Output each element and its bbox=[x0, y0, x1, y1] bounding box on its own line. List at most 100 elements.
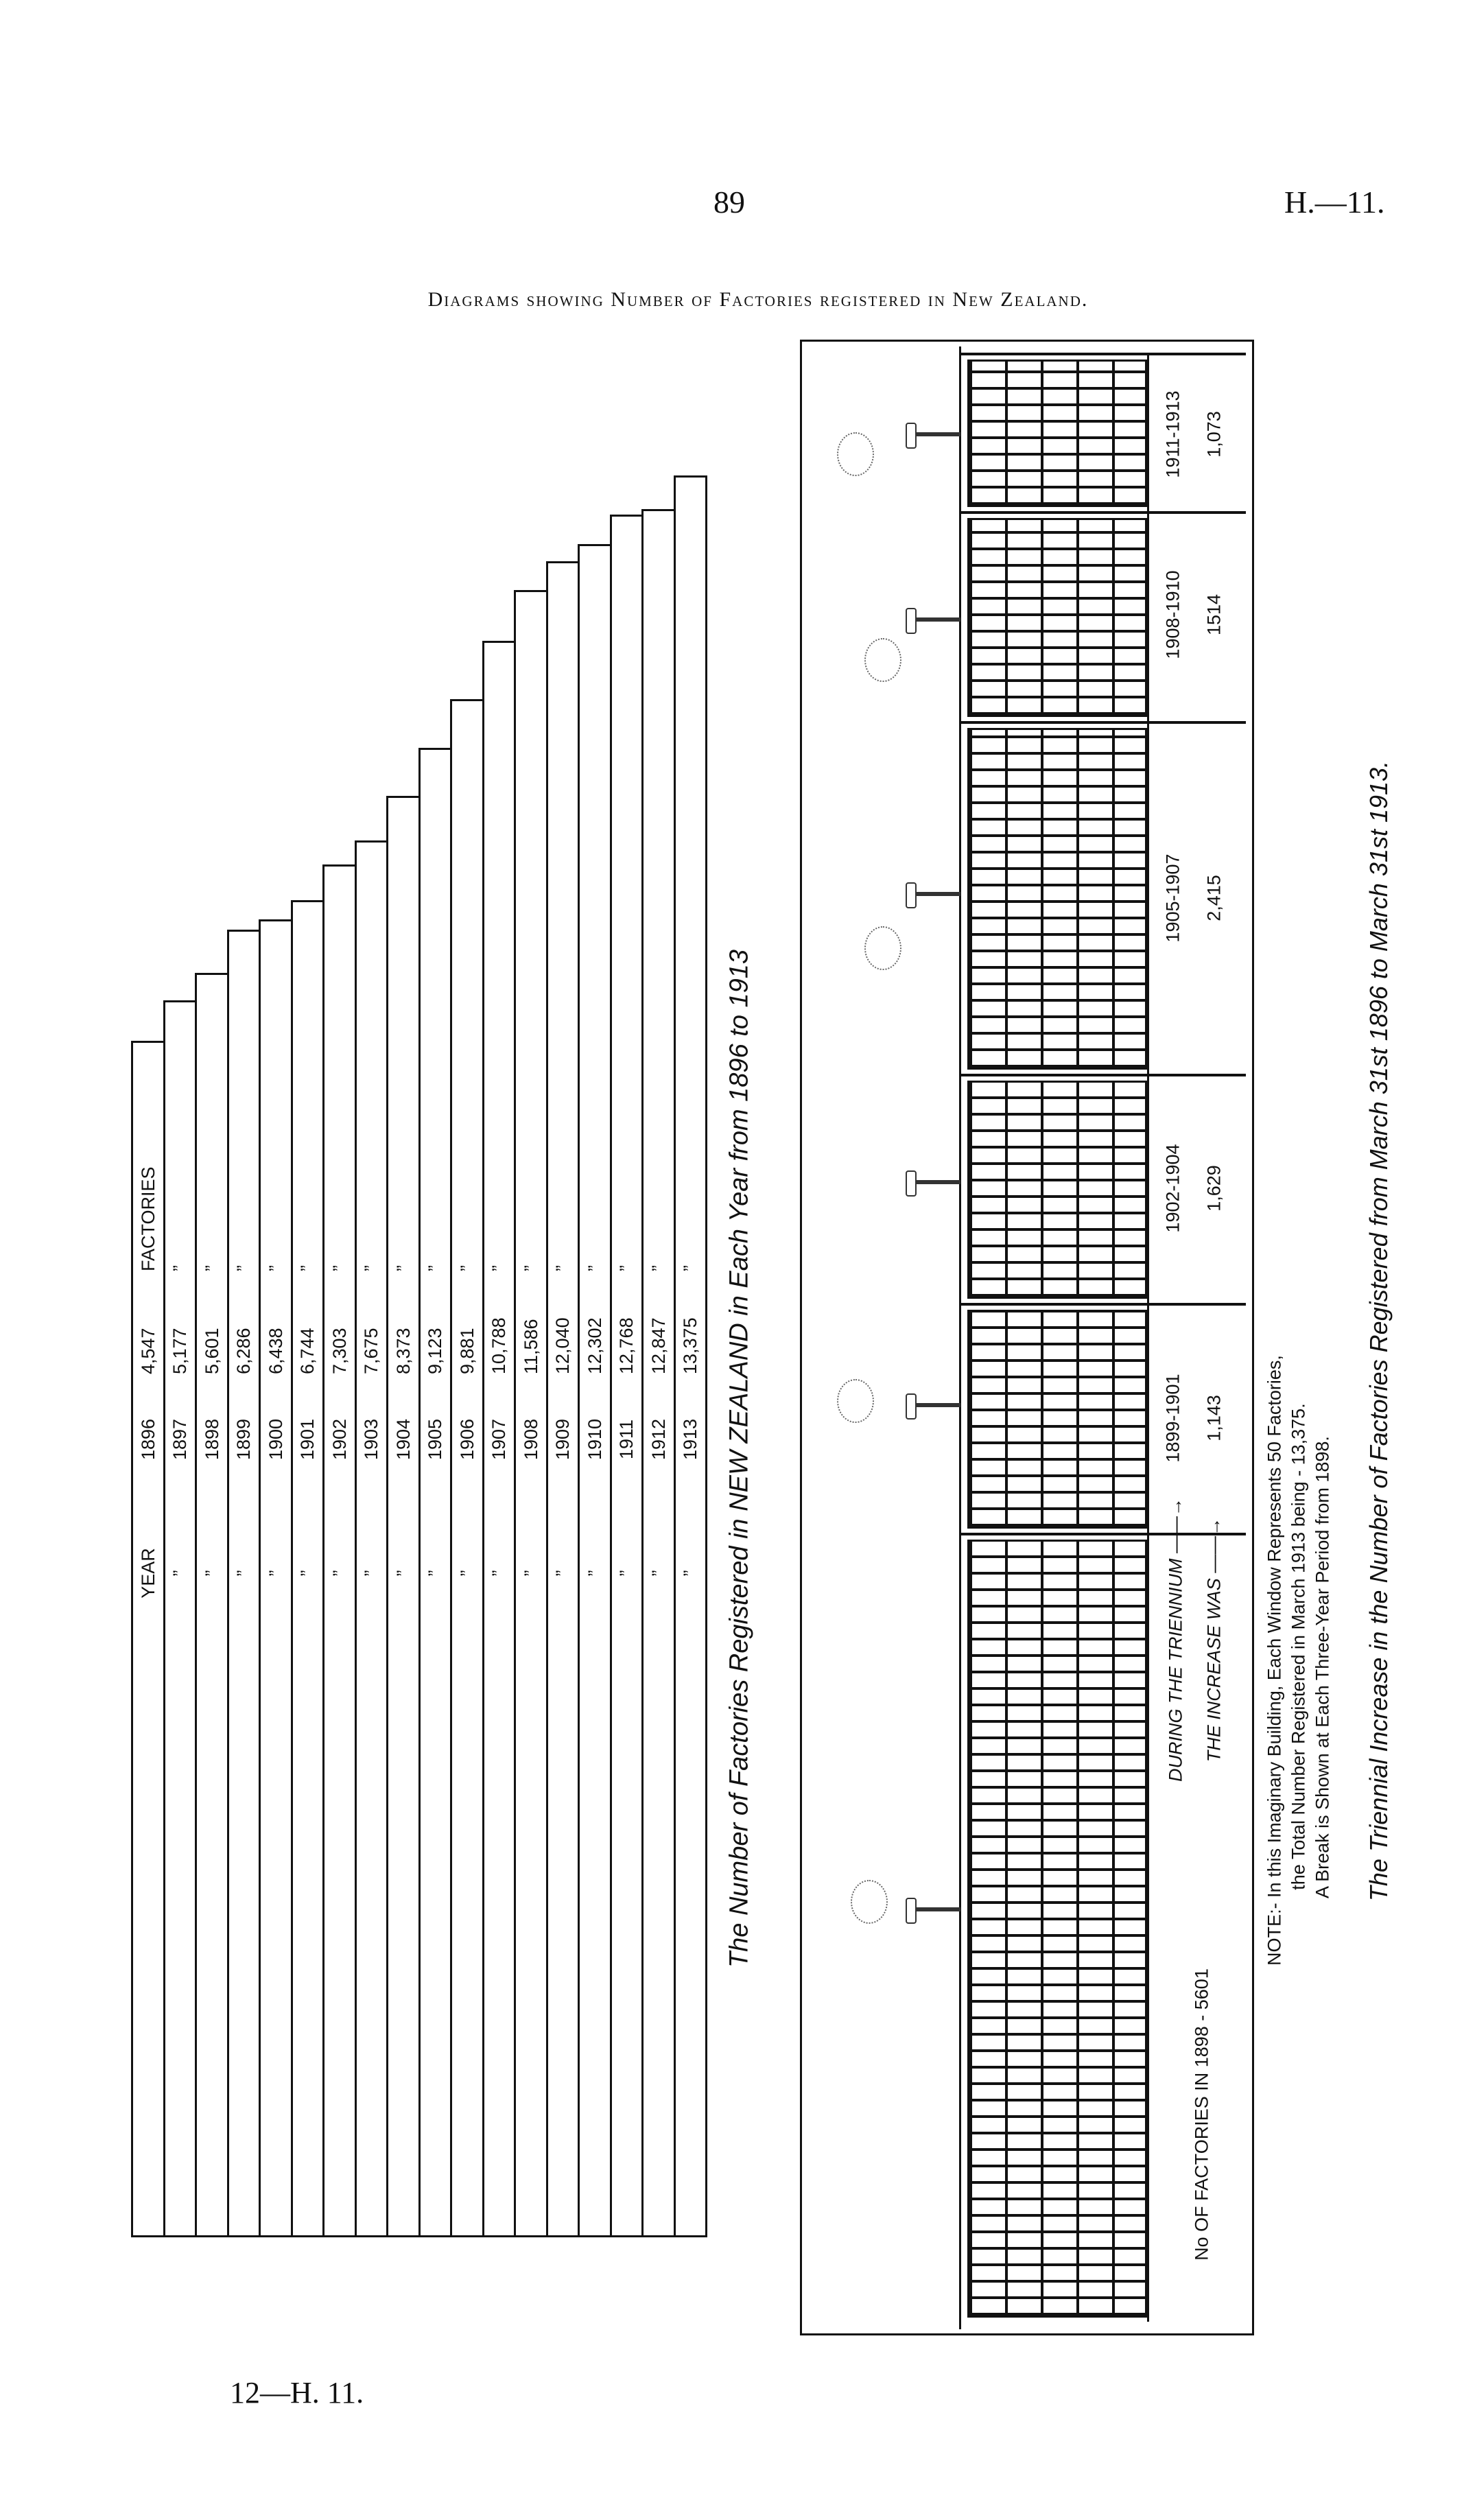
label-band bbox=[1147, 1076, 1246, 1303]
year-label: 1903 bbox=[360, 1418, 381, 1461]
label-band bbox=[1147, 355, 1246, 511]
triennium-row-label: DURING THE TRIENNIUM ——→ bbox=[1165, 1498, 1186, 1782]
page-number: 89 bbox=[713, 185, 745, 220]
year-label: 1900 bbox=[265, 1418, 286, 1461]
unit-label: ” bbox=[456, 1264, 477, 1271]
building-diagram-frame bbox=[800, 340, 1254, 2335]
year-prefix: ” bbox=[456, 1570, 477, 1577]
year-prefix: ” bbox=[584, 1570, 605, 1577]
year-label: 1909 bbox=[552, 1418, 573, 1461]
building-section-1898 bbox=[959, 1533, 1246, 2322]
windows-grid bbox=[967, 518, 1147, 717]
year-label: 1913 bbox=[679, 1418, 700, 1461]
label-band bbox=[1147, 1306, 1246, 1533]
value-label: 12,040 bbox=[552, 1317, 573, 1374]
value-label: 4,547 bbox=[137, 1328, 158, 1374]
year-label: 1908 bbox=[520, 1418, 541, 1461]
year-prefix: ” bbox=[201, 1570, 222, 1577]
smoke-icon bbox=[864, 926, 901, 970]
value-label: 7,675 bbox=[360, 1328, 381, 1374]
chimney-icon bbox=[906, 1393, 960, 1420]
year-prefix: ” bbox=[552, 1570, 573, 1577]
year-prefix: ” bbox=[296, 1570, 318, 1577]
year-prefix: ” bbox=[392, 1570, 414, 1577]
increase-row-label: THE INCREASE WAS ——→ bbox=[1203, 1517, 1225, 1763]
unit-label: ” bbox=[424, 1264, 445, 1271]
unit-label: ” bbox=[360, 1264, 381, 1271]
document-reference: H.—11. bbox=[1284, 185, 1385, 220]
smoke-icon bbox=[837, 432, 874, 476]
chimney-icon bbox=[906, 423, 960, 449]
bar-label: ” 1903 7,675 ” bbox=[357, 1149, 385, 1642]
label-band bbox=[1147, 724, 1246, 1074]
year-prefix: ” bbox=[488, 1570, 509, 1577]
unit-label: ” bbox=[296, 1264, 318, 1271]
year-label: 1906 bbox=[456, 1418, 477, 1461]
note-line: the Total Number Registered in March 191… bbox=[1288, 1403, 1309, 1890]
bar-label: ” 1901 6,744 ” bbox=[294, 1149, 321, 1642]
unit-label: ” bbox=[233, 1264, 254, 1271]
period-label: 1905-1907 bbox=[1162, 853, 1183, 943]
unit-label: ” bbox=[169, 1264, 190, 1271]
value-label: 10,788 bbox=[488, 1317, 509, 1374]
value-label: 13,375 bbox=[679, 1317, 700, 1374]
value-label: 6,744 bbox=[296, 1328, 318, 1374]
value-label: 5,177 bbox=[169, 1328, 190, 1374]
unit-label: ” bbox=[329, 1264, 350, 1271]
chimney-icon bbox=[906, 1898, 960, 1924]
note-line: A Break is Shown at Each Three-Year Peri… bbox=[1312, 1436, 1333, 1898]
year-label: 1901 bbox=[296, 1418, 318, 1461]
building-section-1911-1913 bbox=[959, 353, 1246, 511]
value-label: 11,586 bbox=[520, 1319, 541, 1374]
increase-value: 1,143 bbox=[1203, 1395, 1225, 1441]
smoke-icon bbox=[837, 1379, 874, 1423]
year-prefix: ” bbox=[615, 1570, 637, 1577]
increase-value: 1514 bbox=[1203, 593, 1225, 636]
year-label: 1897 bbox=[169, 1418, 190, 1461]
windows-grid bbox=[967, 1081, 1147, 1299]
increase-value: 2,415 bbox=[1203, 875, 1225, 921]
unit-label: ” bbox=[488, 1264, 509, 1271]
year-prefix: ” bbox=[520, 1570, 541, 1577]
bar-label: ” 1897 5,177 ” bbox=[166, 1149, 193, 1642]
year-label: 1902 bbox=[329, 1418, 350, 1461]
value-label: 9,123 bbox=[424, 1328, 445, 1374]
smoke-icon bbox=[851, 1880, 888, 1924]
unit-label: ” bbox=[584, 1264, 605, 1271]
unit-label: ” bbox=[392, 1264, 414, 1271]
year-prefix: ” bbox=[360, 1570, 381, 1577]
year-label: 1905 bbox=[424, 1418, 445, 1461]
year-prefix: ” bbox=[648, 1570, 669, 1577]
year-label: 1904 bbox=[392, 1418, 414, 1461]
period-label: 1911-1913 bbox=[1162, 390, 1183, 478]
year-label: 1911 bbox=[615, 1419, 637, 1460]
year-prefix: YEAR bbox=[137, 1548, 158, 1599]
building-section-1905-1907 bbox=[959, 721, 1246, 1074]
year-prefix: ” bbox=[265, 1570, 286, 1577]
windows-grid bbox=[967, 1540, 1147, 2318]
value-label: 7,303 bbox=[329, 1328, 350, 1374]
roof-line bbox=[959, 346, 961, 2329]
year-prefix: ” bbox=[169, 1570, 190, 1577]
